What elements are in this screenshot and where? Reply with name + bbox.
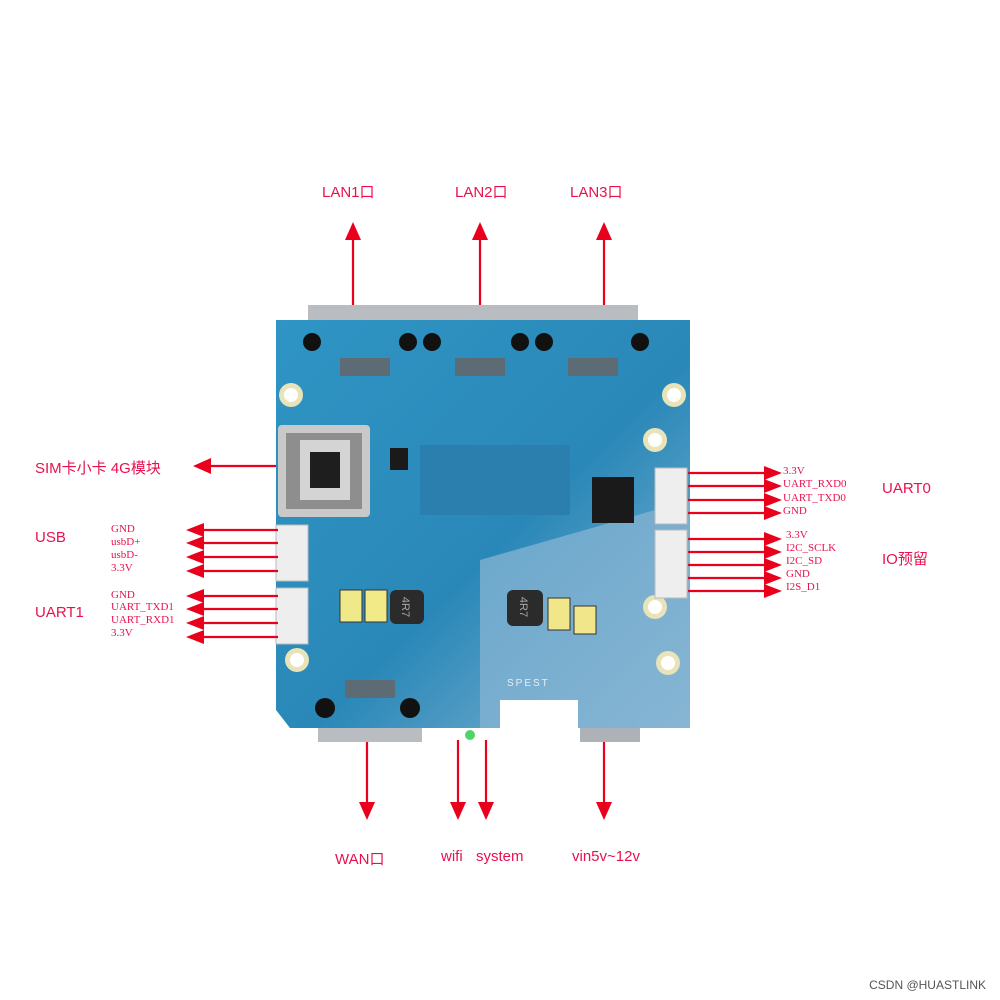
wan-label: WAN口 bbox=[335, 851, 385, 868]
mounting-holes bbox=[279, 383, 686, 675]
uart1-pin-4: 3.3V bbox=[111, 627, 133, 639]
uart0-pin-3: UART_TXD0 bbox=[783, 492, 846, 504]
uart1-pin-3: UART_RXD1 bbox=[111, 614, 175, 626]
ic-chip bbox=[592, 477, 634, 523]
inductor-right-mark: 4R7 bbox=[517, 597, 529, 617]
uart1-pin-2: UART_TXD1 bbox=[111, 601, 174, 613]
usb-pin-2: usbD+ bbox=[111, 536, 141, 548]
uart1-pin-1: GND bbox=[111, 589, 135, 601]
ic-small bbox=[390, 448, 408, 470]
uart0-pin-2: UART_RXD0 bbox=[783, 478, 847, 490]
pcb-board: 4R7 4R7 SPEST bbox=[275, 305, 690, 742]
smd-pads bbox=[340, 358, 618, 698]
wan-housing bbox=[318, 728, 422, 742]
usb-pin-4: 3.3V bbox=[111, 562, 133, 574]
lan2-label: LAN2口 bbox=[455, 184, 508, 201]
watermark: CSDN @HUASTLINK bbox=[869, 978, 986, 992]
io-pin-4: GND bbox=[786, 568, 810, 580]
jst-connectors bbox=[275, 467, 688, 645]
power-components: 4R7 4R7 bbox=[339, 589, 597, 635]
sim-label: SIM卡小卡 4G模块 bbox=[35, 460, 161, 477]
uart0-pin-1: 3.3V bbox=[783, 465, 805, 477]
power-jack-housing bbox=[580, 728, 640, 742]
status-led bbox=[465, 730, 475, 740]
usb-title: USB bbox=[35, 529, 66, 546]
rj45-housing-top bbox=[308, 305, 638, 323]
usb-pin-3: usbD- bbox=[111, 549, 138, 561]
sim-slot bbox=[278, 425, 370, 517]
lan3-label: LAN3口 bbox=[570, 184, 623, 201]
uart0-title: UART0 bbox=[882, 480, 931, 497]
vin-label: vin5v~12v bbox=[572, 848, 640, 865]
usb-pin-1: GND bbox=[111, 523, 135, 535]
io-pin-1: 3.3V bbox=[786, 529, 808, 541]
rj45-posts bbox=[303, 333, 649, 718]
wifi-label: wifi bbox=[441, 848, 463, 865]
system-label: system bbox=[476, 848, 524, 865]
annotation-arrow-lines bbox=[196, 232, 772, 810]
uart0-pin-4: GND bbox=[783, 505, 807, 517]
silkscreen-text: SPEST bbox=[507, 678, 550, 689]
inductor-left-mark: 4R7 bbox=[399, 597, 411, 617]
uart1-title: UART1 bbox=[35, 604, 84, 621]
annotation-arrowheads bbox=[186, 222, 782, 820]
chip-pad-grid bbox=[420, 445, 570, 515]
io-title: IO预留 bbox=[882, 551, 928, 568]
io-pin-5: I2S_D1 bbox=[786, 581, 821, 593]
io-pin-3: I2C_SD bbox=[786, 555, 823, 567]
io-pin-2: I2C_SCLK bbox=[786, 542, 837, 554]
lan1-label: LAN1口 bbox=[322, 184, 375, 201]
